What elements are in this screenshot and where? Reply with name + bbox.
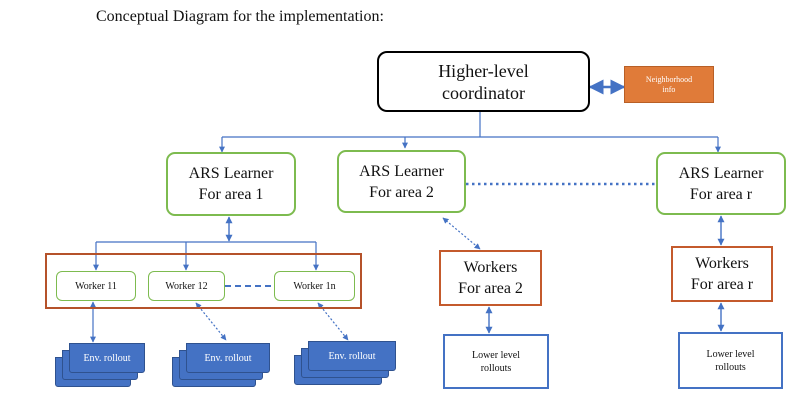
worker-12-box: Worker 12 <box>148 271 225 301</box>
lower-rollouts-r-line-2: rollouts <box>715 361 746 373</box>
env-rollout-label-2: Env. rollout <box>204 352 252 364</box>
env-rollout-card-front: Env. rollout <box>186 343 270 373</box>
ars-learner-area-1-box: ARS Learner For area 1 <box>166 152 296 216</box>
higher-level-coordinator-box: Higher-level coordinator <box>377 51 590 112</box>
env-rollout-card-front: Env. rollout <box>308 341 396 371</box>
workers-area-r-label-line-2: For area r <box>690 276 754 293</box>
learner-r-label-line-1: ARS Learner <box>678 164 764 182</box>
env-rollout-stack-3: Env. rollout <box>294 341 398 389</box>
lower-rollouts-2-line-2: rollouts <box>480 362 512 374</box>
env-rollout-label-1: Env. rollout <box>83 352 131 364</box>
learner-1-label-line-1: ARS Learner <box>188 165 274 182</box>
env-rollout-card-front: Env. rollout <box>69 343 145 373</box>
diagram-heading: Conceptual Diagram for the implementatio… <box>96 8 384 25</box>
neighborhood-label-line-2: info <box>662 84 676 94</box>
learner-2-workers-arrow <box>442 217 481 250</box>
worker-11-label: Worker 11 <box>75 280 117 292</box>
learner-r-label-line-2: For area r <box>689 185 753 203</box>
coordinator-label-line-1: Higher-level <box>438 60 529 81</box>
env-rollout-stack-1: Env. rollout <box>55 343 147 391</box>
lower-rollouts-2-line-1: Lower level <box>471 349 521 361</box>
workers-area-r-label-line-1: Workers <box>695 255 749 272</box>
lower-rollouts-r-line-1: Lower level <box>706 348 755 360</box>
workers-area-2-box: Workers For area 2 <box>439 250 542 306</box>
learner-2-label-line-2: For area 2 <box>369 183 434 201</box>
worker-group-area-1 <box>45 253 362 309</box>
neighborhood-label-line-1: Neighborhood <box>645 74 693 84</box>
coordinator-label-line-2: coordinator <box>442 82 525 103</box>
neighborhood-info-box: Neighborhood info <box>624 66 714 103</box>
env-rollout-label-3: Env. rollout <box>328 350 376 362</box>
worker-11-box: Worker 11 <box>56 271 136 301</box>
lower-level-rollouts-area-r-box: Lower level rollouts <box>678 332 783 389</box>
learner-1-label-line-2: For area 1 <box>198 186 264 203</box>
lower-level-rollouts-area-2-box: Lower level rollouts <box>443 334 549 389</box>
ars-learner-area-2-box: ARS Learner For area 2 <box>337 150 466 213</box>
worker-1n-box: Worker 1n <box>274 271 355 301</box>
worker-12-label: Worker 12 <box>165 280 208 292</box>
workers-area-2-label-line-2: For area 2 <box>458 280 523 297</box>
learner-2-label-line-1: ARS Learner <box>359 162 444 180</box>
ars-learner-area-r-box: ARS Learner For area r <box>656 152 786 215</box>
worker-1n-label: Worker 1n <box>293 280 336 292</box>
workers-area-2-label-line-1: Workers <box>463 259 518 276</box>
env-rollout-stack-2: Env. rollout <box>172 343 272 391</box>
workers-area-r-box: Workers For area r <box>671 246 773 302</box>
